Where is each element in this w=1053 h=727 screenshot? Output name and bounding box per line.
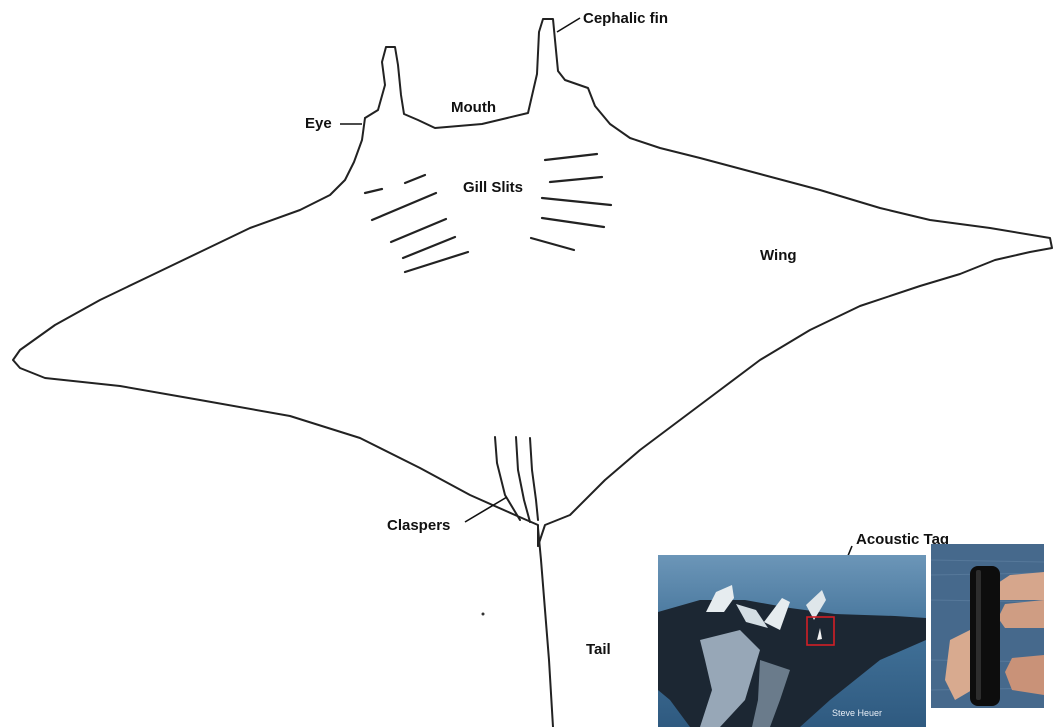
label-gill-slits: Gill Slits — [463, 179, 523, 196]
stray-dot — [482, 613, 485, 616]
label-tail: Tail — [586, 641, 611, 658]
photo-credit: Steve Heuer — [832, 708, 882, 718]
gill-slits-left — [365, 175, 468, 272]
tail-line — [538, 528, 553, 727]
label-wing: Wing — [760, 247, 797, 264]
gill-slits-right — [531, 154, 611, 250]
label-eye: Eye — [305, 115, 332, 132]
label-mouth: Mouth — [451, 99, 496, 116]
label-cephalic-fin: Cephalic fin — [583, 10, 668, 27]
label-claspers: Claspers — [387, 517, 450, 534]
manta-underwater-photo: Steve Heuer — [658, 555, 926, 727]
acoustic-tag-photo — [931, 544, 1044, 716]
